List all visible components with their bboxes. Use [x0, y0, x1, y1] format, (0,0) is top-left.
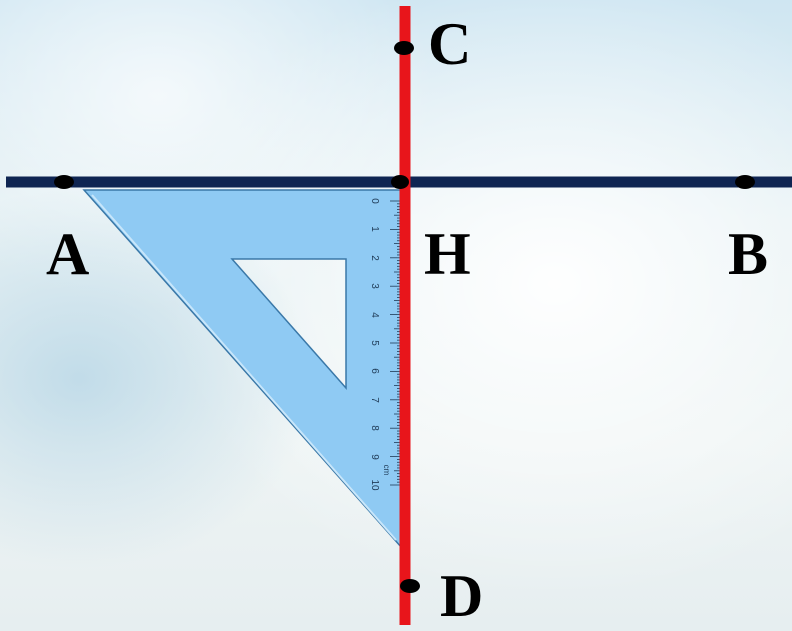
label-c: C [428, 11, 472, 77]
label-d: D [440, 563, 484, 629]
point-a-dot [54, 175, 74, 189]
ruler-number: 4 [369, 311, 380, 318]
ruler-number: 2 [369, 255, 380, 261]
label-b: B [728, 221, 769, 287]
point-b-dot [735, 175, 755, 189]
ruler-number: 0 [369, 198, 380, 204]
ruler-number: 10 [369, 479, 380, 491]
label-a: A [46, 221, 90, 287]
ruler-number: 1 [369, 226, 380, 233]
point-h-dot [391, 175, 409, 189]
ruler-unit: cm [382, 464, 391, 476]
label-h: H [424, 221, 471, 287]
ruler-number: 8 [369, 425, 380, 431]
point-c-dot [394, 41, 414, 55]
ruler-number: 6 [369, 368, 380, 375]
set-square-edge-highlight [91, 194, 397, 541]
point-d-dot [400, 579, 420, 593]
ruler-number: 9 [369, 453, 380, 460]
ruler-number: 7 [369, 397, 380, 403]
ruler-number: 3 [369, 283, 380, 289]
ruler-number: 5 [369, 340, 380, 346]
